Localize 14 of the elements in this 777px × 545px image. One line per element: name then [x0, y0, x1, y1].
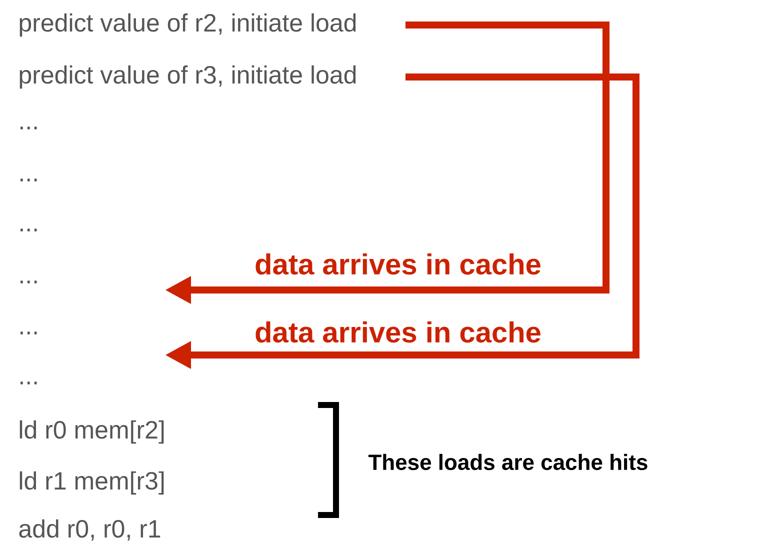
code-line: ... — [20, 178, 37, 182]
code-line: ld r0 mem[r2] — [20, 420, 164, 444]
note: These loads are cache hits — [368, 454, 648, 470]
code-line: ... — [20, 332, 37, 334]
code-line: ... — [20, 228, 37, 232]
code-line: ... — [20, 126, 37, 130]
code-line: predict value of r3, initiate load — [20, 65, 356, 89]
edge-label: data arrives in cache — [256, 321, 540, 343]
code-line: predict value of r2, initiate load — [20, 13, 356, 37]
code-line: add r0, r0, r1 — [19, 519, 160, 541]
code-line: ... — [20, 382, 37, 384]
edge-label: data arrives in cache — [256, 253, 540, 275]
code-line: ... — [20, 280, 37, 284]
code-line: ld r1 mem[r3] — [20, 471, 164, 495]
